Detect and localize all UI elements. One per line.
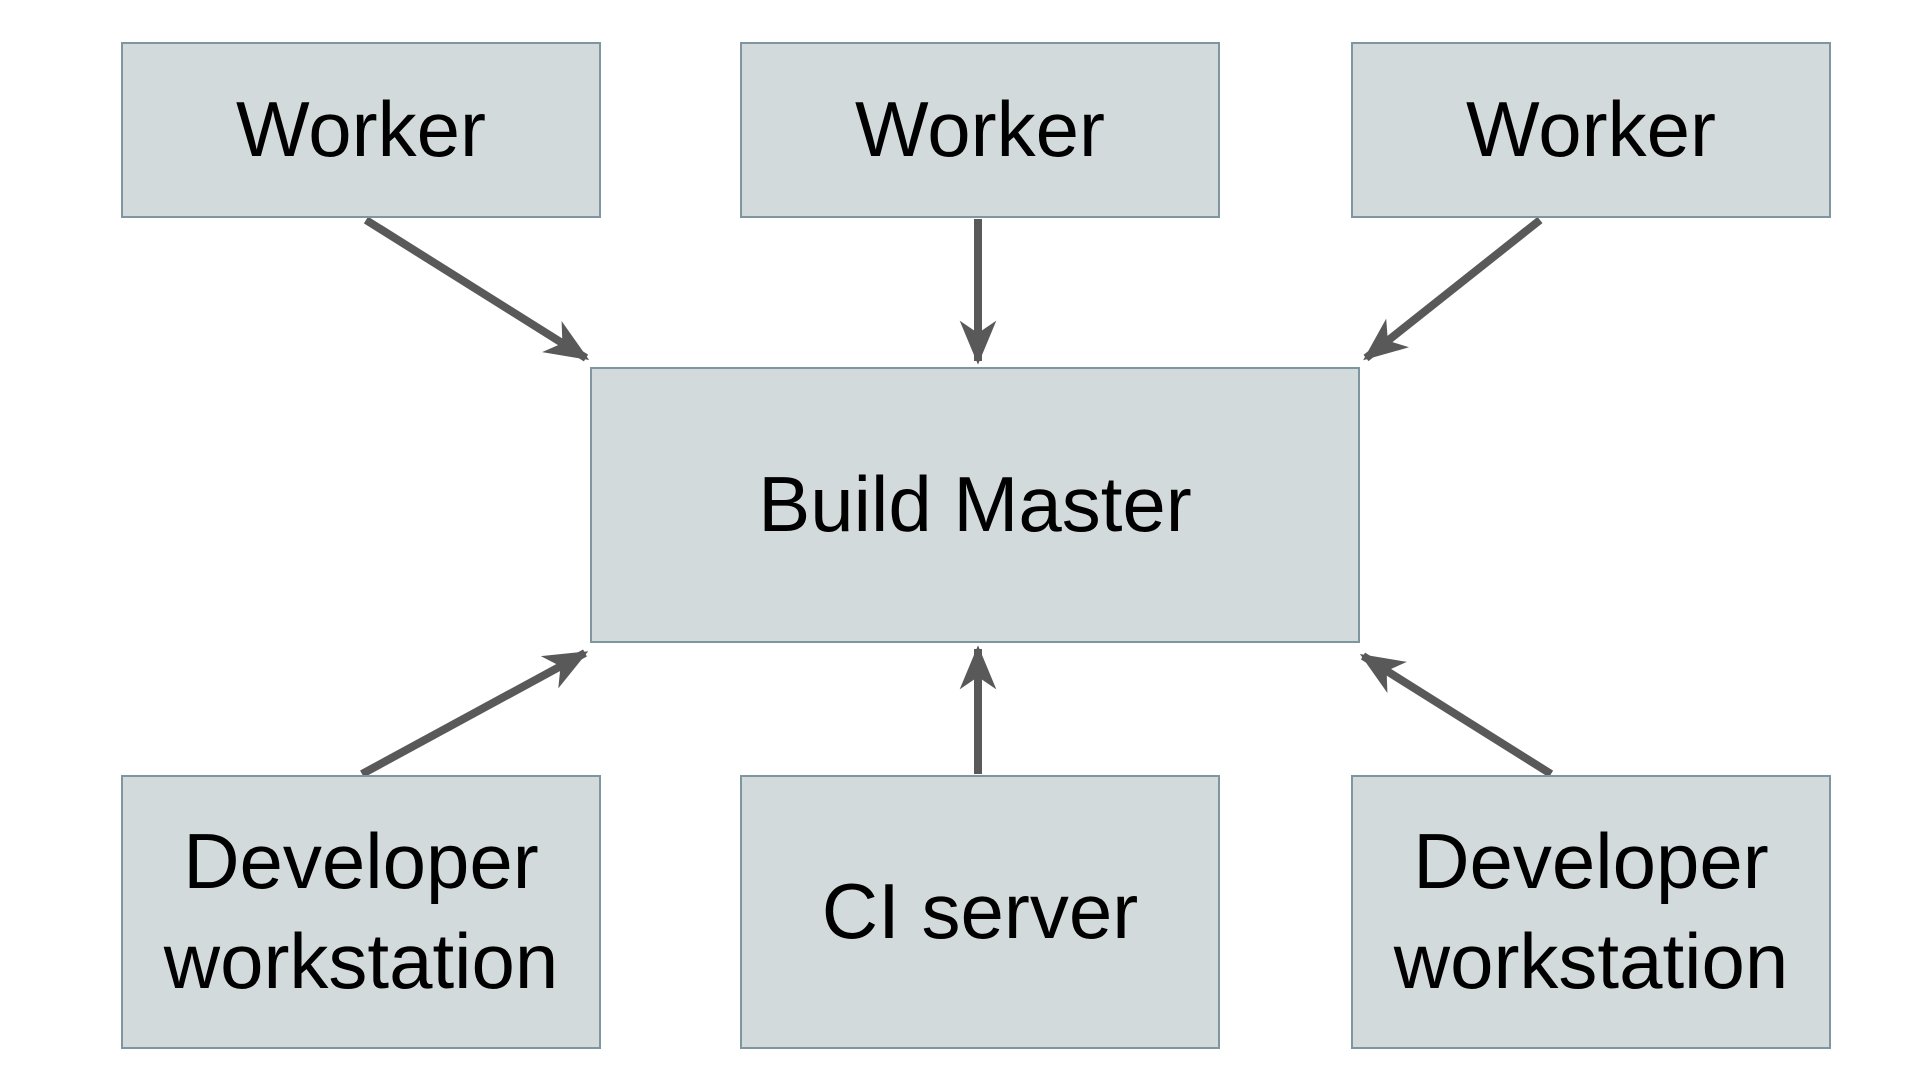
arrow-worker-3-to-build-master xyxy=(1363,216,1543,362)
arrow-developer-workstation-1-to-build-master xyxy=(360,649,589,778)
node-developer-workstation-1-label: Developer workstation xyxy=(163,817,559,1005)
node-developer-workstation-1: Developer workstation xyxy=(121,775,601,1049)
node-developer-workstation-2: Developer workstation xyxy=(1351,775,1831,1049)
arrow-worker-1-to-build-master xyxy=(363,216,590,362)
node-ci-server-label: CI server xyxy=(821,867,1139,956)
node-worker-3-label: Worker xyxy=(1466,85,1716,174)
node-ci-server: CI server xyxy=(740,775,1220,1049)
arrow-developer-workstation-2-to-build-master xyxy=(1359,652,1554,778)
node-build-master-label: Build Master xyxy=(758,460,1192,549)
node-worker-2: Worker xyxy=(740,42,1220,218)
node-worker-3: Worker xyxy=(1351,42,1831,218)
node-worker-2-label: Worker xyxy=(855,85,1105,174)
node-worker-1: Worker xyxy=(121,42,601,218)
node-build-master: Build Master xyxy=(590,367,1360,643)
node-worker-1-label: Worker xyxy=(236,85,486,174)
node-developer-workstation-2-label: Developer workstation xyxy=(1393,817,1789,1005)
